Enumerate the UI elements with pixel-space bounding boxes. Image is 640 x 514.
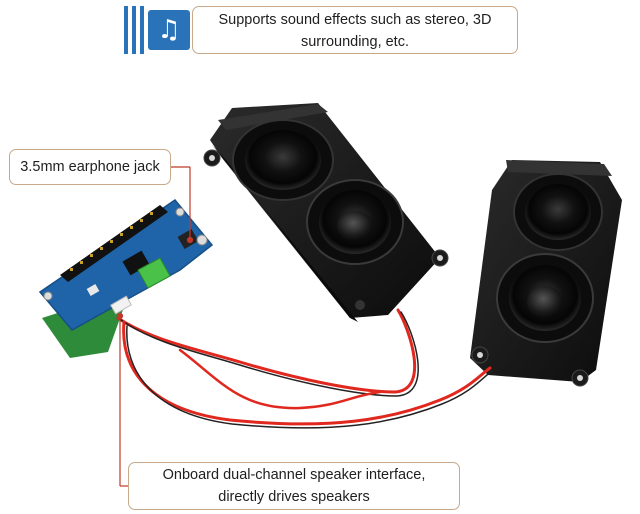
speaker-wires [116,308,493,429]
accent-stripe [140,6,144,54]
feature-callout-line-2: surrounding, etc. [300,34,409,50]
callout-speaker-interface: Onboard dual-channel speaker interface, … [128,462,460,510]
feature-callout-line-1: Supports sound effects such as stereo, 3… [218,12,492,28]
leader-lines [116,166,194,487]
callout-earphone-jack: 3.5mm earphone jack [9,149,171,185]
accent-stripe [124,6,128,54]
speaker-right [470,160,622,387]
feature-callout-sound-effects: Supports sound effects such as stereo, 3… [192,6,518,54]
audio-hat-board [38,198,214,358]
callout-speaker-line-2: directly drives speakers [218,489,370,505]
speaker-left [203,103,449,322]
callout-speaker-line-1: Onboard dual-channel speaker interface, [162,467,426,483]
music-note-icon: ♫ [148,10,190,50]
callout-earphone-jack-label: 3.5mm earphone jack [20,159,160,175]
music-note-glyph: ♫ [157,15,181,45]
accent-stripe [132,6,136,54]
